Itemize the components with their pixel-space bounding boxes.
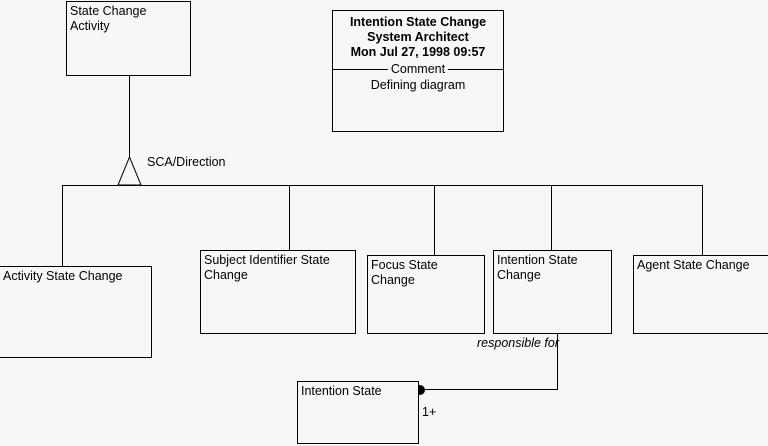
class-box-label: Intention State Change: [497, 253, 578, 282]
generalization-discriminator-label: SCA/Direction: [147, 155, 226, 169]
association-multiplicity-label: 1+: [422, 405, 437, 419]
generalization-triangle-icon: [117, 155, 142, 186]
drop-line-intention-state-change: [551, 185, 552, 250]
association-filled-ball-icon: [415, 385, 425, 395]
class-box-focus-state-change[interactable]: Focus State Change: [367, 255, 485, 334]
class-box-intention-state[interactable]: Intention State: [297, 381, 419, 444]
diagram-title-block: Intention State Change System Architect …: [332, 10, 504, 132]
association-role-label: responsible for: [477, 336, 559, 350]
class-box-label: Agent State Change: [637, 258, 750, 272]
generalization-stem-line: [129, 76, 130, 158]
class-box-label: State Change Activity: [70, 4, 147, 33]
association-vertical-line: [557, 334, 558, 390]
generalization-bus-line: [62, 185, 703, 186]
class-box-label: Activity State Change: [3, 269, 123, 283]
association-horizontal-line: [423, 389, 558, 390]
class-box-agent-state-change[interactable]: Agent State Change: [633, 255, 768, 334]
drop-line-activity-state-change: [62, 185, 63, 266]
drop-line-focus-state-change: [434, 185, 435, 255]
title-timestamp: Mon Jul 27, 1998 09:57: [350, 45, 486, 59]
class-box-state-change-activity[interactable]: State Change Activity: [66, 1, 191, 76]
class-box-label: Intention State: [301, 384, 382, 398]
class-box-subject-identifier-state-change[interactable]: Subject Identifier State Change: [200, 250, 356, 334]
title-diagram-name: Intention State Change: [349, 15, 487, 29]
class-box-label: Subject Identifier State Change: [204, 253, 330, 282]
class-box-activity-state-change[interactable]: Activity State Change: [0, 266, 152, 358]
comment-divider-label: Comment: [387, 61, 449, 77]
title-comment-text: Defining diagram: [370, 78, 466, 92]
class-box-label: Focus State Change: [371, 258, 438, 287]
title-tool-name: System Architect: [367, 30, 469, 44]
drop-line-subject-identifier-state-change: [289, 185, 290, 250]
comment-divider: Comment: [333, 61, 503, 78]
class-box-intention-state-change[interactable]: Intention State Change: [493, 250, 612, 334]
drop-line-agent-state-change: [702, 185, 703, 255]
